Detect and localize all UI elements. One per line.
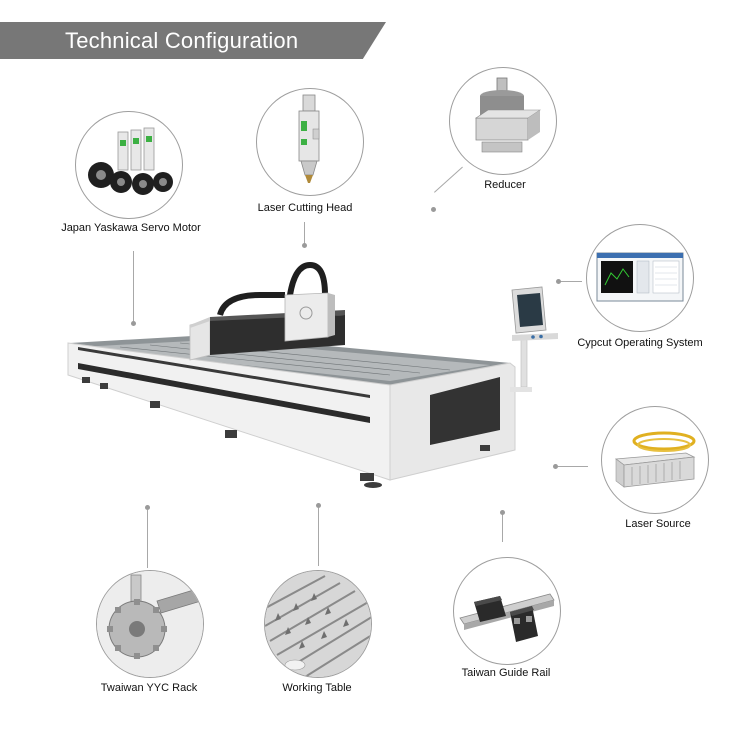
monitor-icon — [596, 252, 684, 302]
servo-motor-label: Japan Yaskawa Servo Motor — [61, 222, 201, 234]
laser-source-icon — [614, 431, 696, 488]
laser-source-leader-dot — [553, 464, 558, 469]
servo-motor-icon — [88, 127, 173, 195]
reducer-image — [449, 67, 557, 175]
laser-head-image — [256, 88, 364, 196]
rack-label: Twaiwan YYC Rack — [100, 682, 198, 694]
guide-rail-image — [453, 557, 561, 665]
laser-head-leader-dot — [302, 243, 307, 248]
laser-head-label: Laser Cutting Head — [257, 202, 353, 214]
working-table-leader — [318, 508, 319, 566]
laser-source-image — [601, 406, 709, 514]
reducer-leader-dot — [431, 207, 436, 212]
guide-rail-leader-dot — [500, 510, 505, 515]
servo-motor-image — [75, 111, 183, 219]
working-table-image — [264, 570, 372, 678]
guide-rail-leader — [502, 514, 503, 542]
operating-system-label: Cypcut Operating System — [577, 337, 703, 349]
working-table-icon — [265, 571, 371, 677]
working-table-leader-dot — [316, 503, 321, 508]
operating-system-image — [586, 224, 694, 332]
rack-leader — [147, 510, 148, 568]
servo-motor-leader-dot — [131, 321, 136, 326]
reducer-label: Reducer — [484, 179, 526, 191]
rack-image — [96, 570, 204, 678]
servo-motor-leader — [133, 251, 134, 321]
page-title: Technical Configuration — [65, 28, 299, 53]
guide-rail-label: Taiwan Guide Rail — [461, 667, 551, 679]
laser-head-icon — [298, 94, 320, 183]
reducer-leader — [434, 166, 463, 193]
title-banner: Technical Configuration — [0, 22, 386, 59]
rack-leader-dot — [145, 505, 150, 510]
reducer-icon — [475, 77, 541, 153]
laser-source-leader — [558, 466, 588, 467]
operating-system-leader — [558, 281, 582, 282]
gear-rack-icon — [97, 571, 203, 677]
guide-rail-icon — [459, 593, 555, 642]
laser-source-label: Laser Source — [625, 518, 691, 530]
laser-head-leader — [304, 222, 305, 244]
working-table-label: Working Table — [282, 682, 352, 694]
fiber-laser-cutting-machine — [60, 255, 560, 495]
operating-system-leader-dot — [556, 279, 561, 284]
